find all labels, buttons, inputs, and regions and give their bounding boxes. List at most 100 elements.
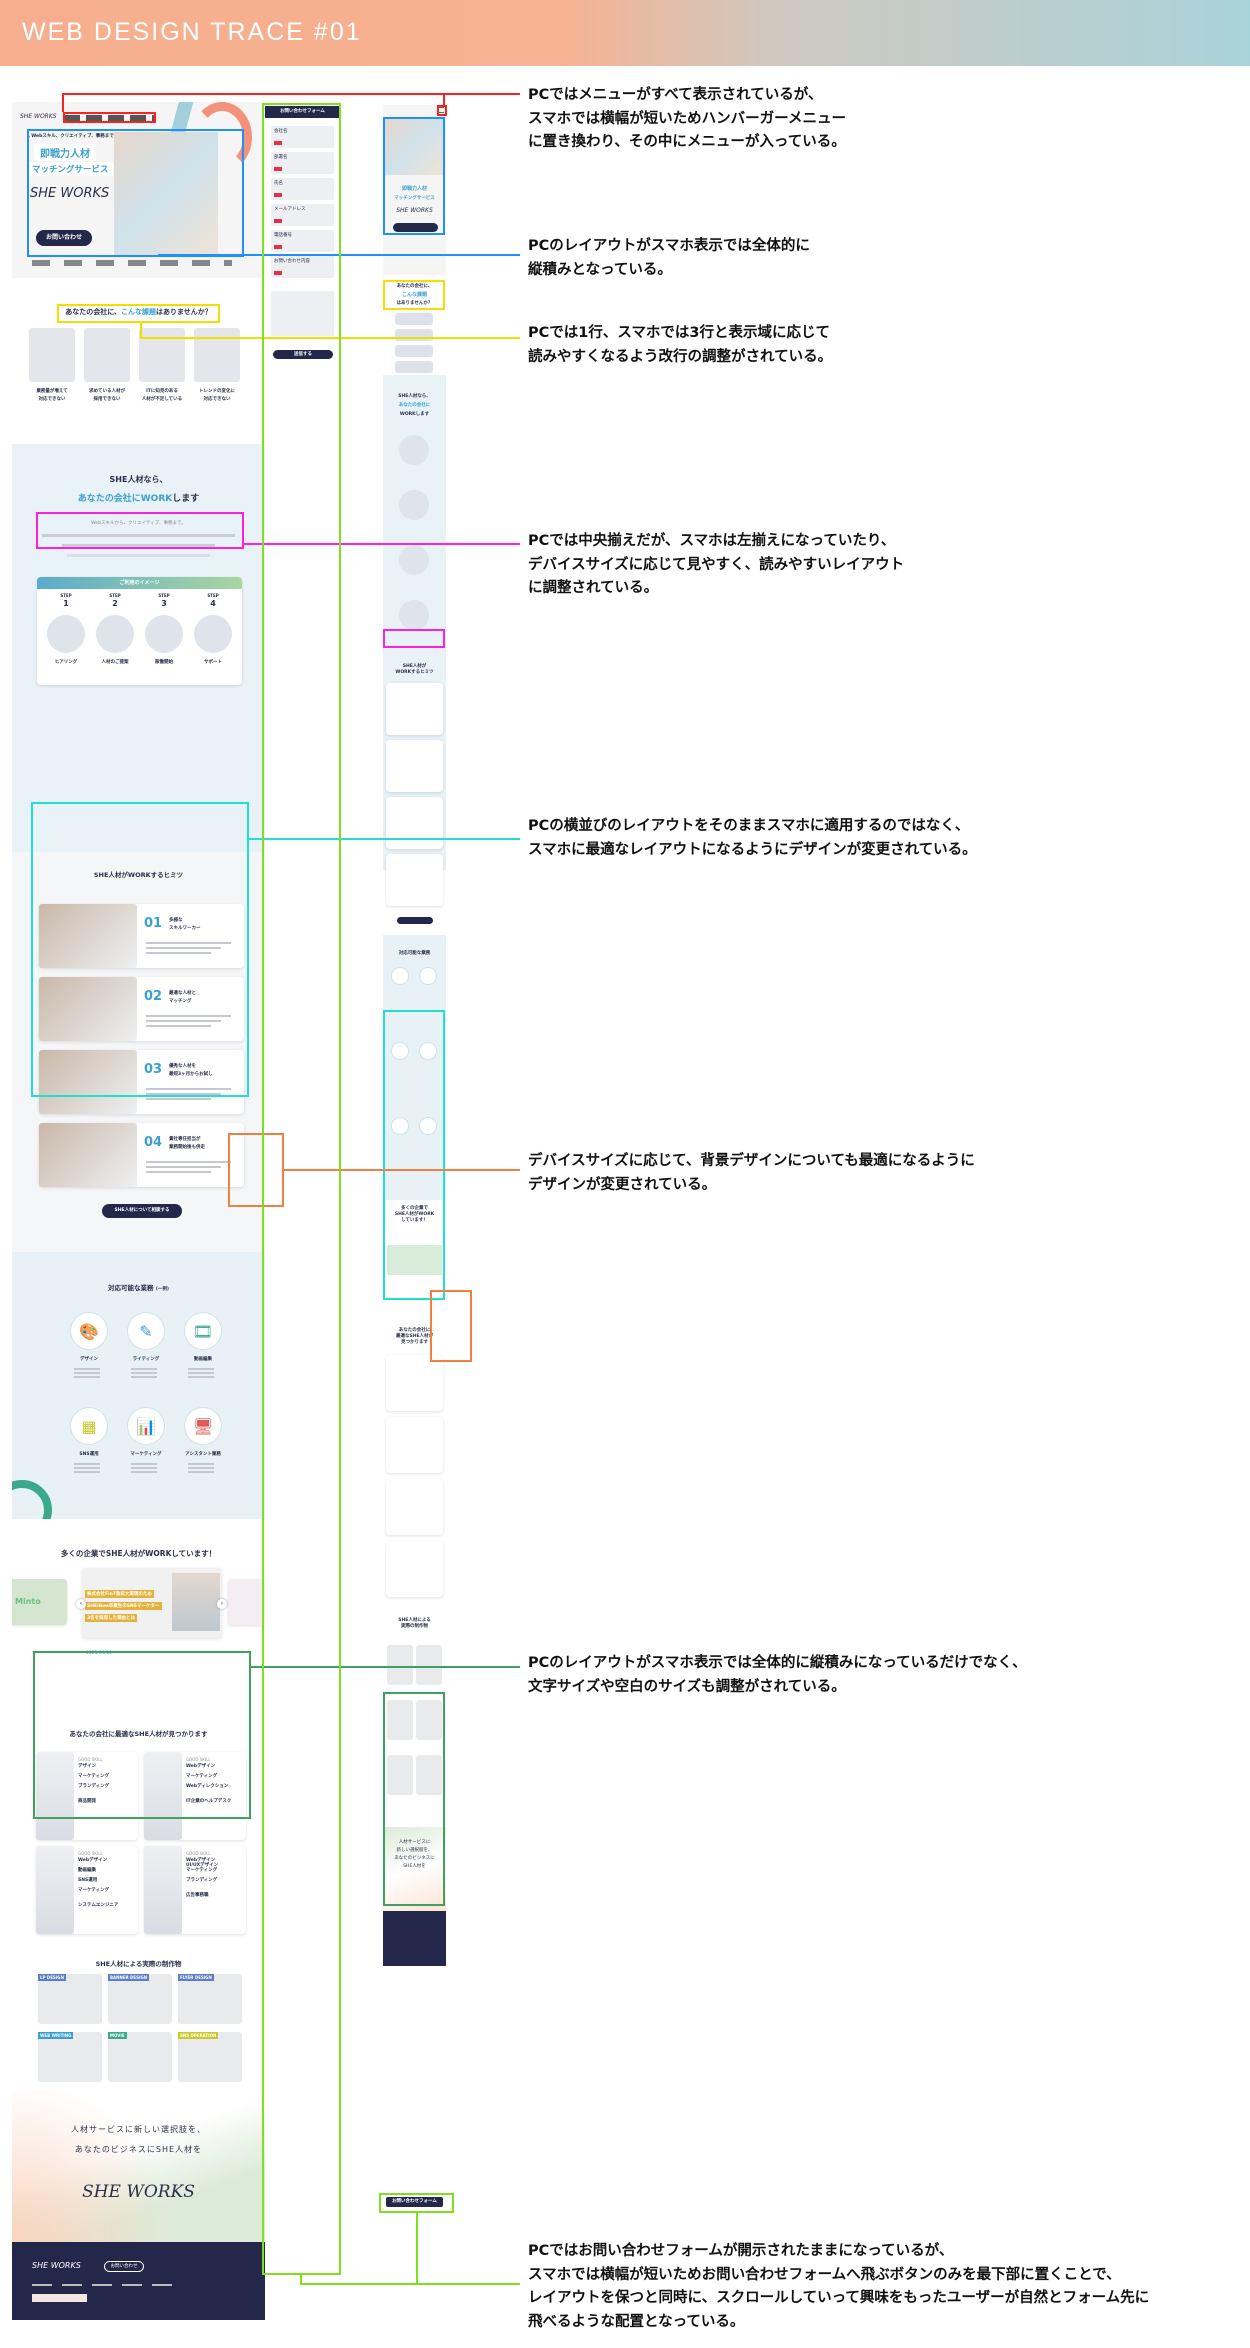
annotation-highlight-box: [57, 304, 220, 323]
service-label: SNS運用: [79, 1452, 99, 1457]
form-checkbox-group[interactable]: [271, 291, 334, 336]
consult-button[interactable]: SHE人材について相談する: [102, 1204, 182, 1218]
sp-contact-button[interactable]: [393, 223, 438, 232]
problem-caption: ITに知見のある 人材が不足している: [141, 389, 183, 402]
step-title: 稼働開始: [155, 660, 173, 665]
sp-secret-heading: SHE人材が WORKするヒミツ: [395, 664, 434, 675]
past-job: 商品開発: [78, 1799, 96, 1804]
service-item: [74, 1372, 100, 1374]
sp-consult-button[interactable]: [397, 917, 433, 924]
form-field[interactable]: 部署名: [271, 152, 334, 174]
annotation-note: PCの横並びのレイアウトをそのままスマホに適用するのではなく、 スマホに最適なレ…: [528, 818, 977, 858]
sp-form-button[interactable]: お問い合わせフォーム: [386, 2197, 443, 2207]
secret-number: 04: [144, 1135, 163, 1150]
skill-item: ブランディング: [186, 1878, 218, 1883]
service-item: [188, 1471, 214, 1473]
annotation-connector-line: [62, 93, 520, 95]
hero-contact-button[interactable]: お問い合わせ: [36, 230, 92, 246]
sp-problems-1: あなたの会社に、: [396, 284, 433, 289]
sp-talent-card: [386, 1355, 443, 1411]
annotation-note: PCではお問い合わせフォームが開示されたままになっているが、 スマホでは横幅が短…: [528, 2243, 1150, 2330]
skill-item: Webディレクション: [186, 1784, 229, 1789]
annotation-note: デバイスサイズに応じて、背景デザインについても最適になるように デザインが変更さ…: [528, 1153, 975, 1193]
banner-title: WEB DESIGN TRACE #01: [22, 18, 362, 46]
secret-title: 優秀な人材を 最短3ヶ月からお試し: [169, 1064, 213, 1077]
form-field[interactable]: お問い合わせ内容: [271, 256, 334, 278]
skill-label: GOOD SKILL: [78, 1757, 103, 1762]
secret-text-line: [146, 952, 211, 954]
annotation-connector-line: [62, 93, 64, 112]
sp-secret-card: [386, 683, 443, 735]
annotation-highlight-box: [63, 112, 156, 123]
problems-heading: あなたの会社に、こんな課題はありませんか？: [12, 307, 265, 317]
brand-logo: SHE WORKS: [30, 186, 110, 201]
past-job: 広告事務職: [186, 1893, 209, 1898]
annotation-highlight-box: [379, 2193, 454, 2213]
work-thumbnail: [178, 1974, 242, 2024]
annotation-note: PCでは中央揃えだが、スマホは左揃えになっていたり、 デバイスサイズに応じて見や…: [528, 533, 905, 596]
case-date: 2023/03/10: [86, 1651, 112, 1656]
sp-case-slide[interactable]: [387, 1245, 442, 1275]
service-item: [131, 1372, 157, 1374]
secret-text-line: [146, 1098, 211, 1100]
carousel-next-button[interactable]: ›: [217, 1599, 227, 1609]
form-field[interactable]: 電話番号: [271, 230, 334, 252]
sp-work-thumbnail: [416, 1755, 442, 1795]
carousel-prev-button[interactable]: ‹: [76, 1599, 86, 1609]
pc-services: 対応可能な業務 (一例) 🎨デザイン✎ライティング🎞動画編集▦SNS運用📊マーケ…: [12, 1252, 265, 1519]
annotation-highlight-box: [27, 129, 244, 257]
form-field[interactable]: 氏名: [271, 178, 334, 200]
secret-number: 03: [144, 1062, 163, 1077]
sp-secret-card: [386, 740, 443, 792]
annotation-connector-line: [416, 2213, 418, 2283]
closing-line-2: あなたのビジネスにSHE人材を: [74, 2145, 203, 2154]
pc-closing: 人材サービスに新しい選択肢を、 あなたのビジネスにSHE人材を SHE WORK…: [12, 2090, 265, 2242]
talent-photo: [36, 1752, 74, 1840]
sp-services-heading: 対応可能な業務: [398, 951, 431, 956]
case-slide-prev[interactable]: Minto: [12, 1579, 67, 1625]
footer-logo[interactable]: SHE WORKS: [32, 2261, 81, 2270]
form-field-label: 部署名: [274, 155, 288, 160]
sp-footer: [383, 1911, 446, 1966]
hamburger-menu-icon[interactable]: [438, 107, 444, 113]
annotation-connector-line: [249, 838, 520, 840]
sp-service-icon: [419, 1117, 437, 1135]
work-thumbnail: [38, 1974, 102, 2024]
secret-photo: [39, 1123, 137, 1187]
service-item: [188, 1467, 214, 1469]
sp-step-illustration: [399, 435, 429, 465]
skill-item: Webデザイン: [78, 1858, 108, 1863]
global-nav[interactable]: [64, 115, 156, 121]
form-submit-button[interactable]: 送信する: [273, 350, 333, 359]
secret-photo: [39, 904, 137, 968]
step-title: ヒアリング: [54, 660, 78, 665]
footer-contact-button[interactable]: お問い合わせ: [104, 2261, 144, 2272]
annotation-note: PCのレイアウトがスマホ表示では全体的に 縦積みとなっている。: [528, 238, 810, 278]
annotation-highlight-box: [383, 629, 445, 648]
chart-search-icon: 📊: [127, 1407, 165, 1445]
intro-heading: あなたの会社にWORKします: [12, 491, 265, 504]
logo[interactable]: SHE WORKS: [20, 113, 57, 120]
step-illustration: [194, 615, 232, 653]
sp-service-icon: [391, 1042, 409, 1060]
service-label: アシスタント業務: [185, 1452, 221, 1457]
form-field[interactable]: 会社名: [271, 126, 334, 148]
title-banner: WEB DESIGN TRACE #01: [0, 0, 1250, 66]
sp-problems-2: はありませんか？: [396, 301, 433, 306]
footer-banner[interactable]: [32, 2294, 87, 2302]
work-thumbnail: [108, 2032, 172, 2082]
skill-label: GOOD SKILL: [78, 1851, 103, 1856]
skill-label: GOOD SKILL: [186, 1757, 211, 1762]
form-field[interactable]: メールアドレス: [271, 204, 334, 226]
secret-text-line: [146, 1020, 221, 1022]
footer-links[interactable]: [32, 2284, 172, 2286]
works-heading: SHE人材による実際の制作物: [95, 1960, 182, 1968]
case-headline: SHElikes卒業生のSNSマーケター: [85, 1602, 162, 1610]
intro-line-1: SHE人材なら、: [109, 475, 168, 484]
case-slide-next[interactable]: [228, 1579, 265, 1625]
step-title: 人材のご提案: [101, 660, 129, 665]
services-note: (一例): [155, 1287, 169, 1292]
step-label: STEP: [60, 593, 72, 598]
